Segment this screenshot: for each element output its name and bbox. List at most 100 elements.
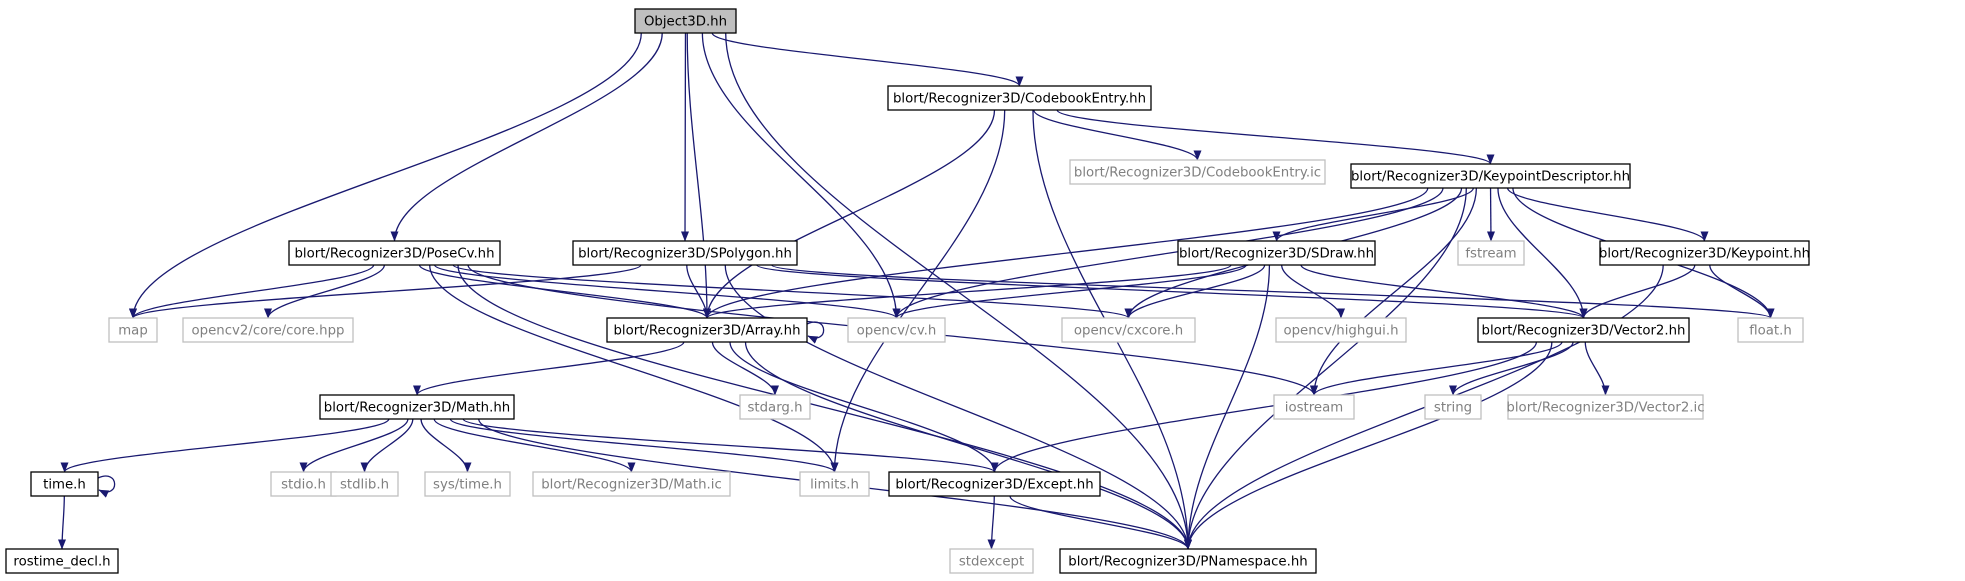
node-rostime[interactable]: rostime_decl.h: [5, 548, 119, 574]
node-label-array: blort/Recognizer3D/Array.hh: [613, 324, 800, 339]
node-box-spolygon: [572, 240, 798, 266]
node-box-object3d: [634, 8, 737, 34]
node-array[interactable]: blort/Recognizer3D/Array.hh: [606, 317, 808, 343]
edge-math-to-systime: [420, 418, 472, 473]
node-iostream: iostream: [1273, 394, 1355, 420]
node-box-posecv: [288, 240, 501, 266]
edge-keypointdescriptor-to-iostream: [1310, 187, 1478, 396]
node-highgui: opencv/highgui.h: [1275, 317, 1407, 343]
node-label-cxcore: opencv/cxcore.h: [1074, 324, 1183, 339]
node-pnamespace[interactable]: blort/Recognizer3D/PNamespace.hh: [1059, 548, 1317, 574]
node-box-opencv2core: [182, 317, 354, 343]
edge-spolygon-to-map: [129, 264, 642, 319]
node-timeh[interactable]: time.h: [30, 471, 99, 497]
edge-array-to-pnamespace: [744, 341, 1192, 550]
node-label-mathic: blort/Recognizer3D/Math.ic: [541, 478, 722, 493]
edge-spolygon-to-floath: [771, 264, 1774, 319]
node-cxcore: opencv/cxcore.h: [1061, 317, 1196, 343]
node-stdexcept: stdexcept: [949, 548, 1034, 574]
node-object3d[interactable]: Object3D.hh: [634, 8, 737, 34]
edge-array-to-math: [413, 341, 685, 396]
node-box-string: [1424, 394, 1482, 420]
node-string: string: [1424, 394, 1482, 420]
edges-layer: [58, 32, 1775, 550]
node-box-fstream: [1457, 240, 1525, 266]
edge-math-to-timeh: [60, 418, 390, 473]
edge-posecv-to-map: [129, 264, 375, 319]
edge-math-to-except: [462, 418, 999, 473]
node-limits: limits.h: [799, 471, 870, 497]
node-math[interactable]: blort/Recognizer3D/Math.hh: [319, 394, 515, 420]
edge-vector2-to-except: [990, 341, 1538, 473]
node-label-timeh: time.h: [43, 478, 86, 493]
edge-object3d-to-map: [129, 32, 642, 319]
edge-math-to-stdio: [299, 418, 409, 473]
edge-math-to-stdlib: [360, 418, 414, 473]
node-label-vector2: blort/Recognizer3D/Vector2.hh: [1482, 324, 1686, 339]
node-opencv2core: opencv2/core/core.hpp: [182, 317, 354, 343]
node-box-stdarg: [739, 394, 811, 420]
edge-keypoint-to-vector2: [1579, 264, 1696, 319]
edge-posecv-to-limits: [429, 264, 839, 473]
node-box-stdexcept: [949, 548, 1034, 574]
node-spolygon[interactable]: blort/Recognizer3D/SPolygon.hh: [572, 240, 798, 266]
node-box-keypointdescriptor: [1350, 163, 1631, 189]
edge-except-to-stdexcept: [987, 495, 996, 550]
node-box-array: [606, 317, 808, 343]
node-label-floath: float.h: [1749, 324, 1792, 339]
edge-timeh-to-timeh: [97, 475, 116, 498]
node-box-limits: [799, 471, 870, 497]
edge-codebookentry-to-codebookentry_ic: [1033, 109, 1202, 161]
node-box-opencvcv: [847, 317, 946, 343]
node-label-vector2ic: blort/Recognizer3D/Vector2.ic: [1506, 401, 1704, 416]
node-box-highgui: [1275, 317, 1407, 343]
edge-array-to-stdarg: [711, 341, 779, 396]
node-box-math: [319, 394, 515, 420]
node-label-fstream: fstream: [1465, 247, 1516, 262]
edge-spolygon-to-vector2: [756, 264, 1588, 319]
edge-vector2-to-iostream: [1310, 341, 1563, 396]
edge-keypointdescriptor-to-pnamespace: [1184, 187, 1467, 550]
node-box-mathic: [532, 471, 731, 497]
node-label-opencvcv: opencv/cv.h: [857, 324, 937, 339]
node-keypoint[interactable]: blort/Recognizer3D/Keypoint.hh: [1599, 240, 1810, 266]
node-label-stdexcept: stdexcept: [959, 555, 1024, 570]
node-label-string: string: [1434, 401, 1472, 416]
node-keypointdescriptor[interactable]: blort/Recognizer3D/KeypointDescriptor.hh: [1350, 163, 1631, 189]
node-opencvcv: opencv/cv.h: [847, 317, 946, 343]
edge-array-to-except: [729, 341, 999, 473]
node-box-stdlib: [330, 471, 399, 497]
edge-keypointdescriptor-to-array: [703, 187, 1429, 319]
node-box-sdraw: [1177, 240, 1376, 266]
edge-spolygon-to-pnamespace: [724, 264, 1192, 550]
edge-except-to-pnamespace: [1009, 495, 1192, 550]
edge-posecv-to-opencv2core: [264, 264, 386, 319]
node-stdarg: stdarg.h: [739, 394, 811, 420]
node-label-sdraw: blort/Recognizer3D/SDraw.hh: [1179, 247, 1374, 262]
edge-posecv-to-cxcore: [452, 264, 1133, 319]
node-label-opencv2core: opencv2/core/core.hpp: [192, 324, 345, 339]
node-box-systime: [424, 471, 511, 497]
node-except[interactable]: blort/Recognizer3D/Except.hh: [888, 471, 1101, 497]
node-codebookentry[interactable]: blort/Recognizer3D/CodebookEntry.hh: [887, 85, 1152, 111]
node-sdraw[interactable]: blort/Recognizer3D/SDraw.hh: [1177, 240, 1376, 266]
node-label-math: blort/Recognizer3D/Math.hh: [324, 401, 510, 416]
edge-sdraw-to-pnamespace: [1184, 264, 1271, 550]
node-map: map: [108, 317, 158, 343]
edge-posecv-to-array: [418, 264, 711, 319]
node-box-codebookentry: [887, 85, 1152, 111]
node-posecv[interactable]: blort/Recognizer3D/PoseCv.hh: [288, 240, 501, 266]
node-systime: sys/time.h: [424, 471, 511, 497]
node-label-highgui: opencv/highgui.h: [1283, 324, 1398, 339]
node-label-stdarg: stdarg.h: [747, 401, 802, 416]
edge-object3d-to-array: [686, 32, 711, 319]
edge-codebookentry-to-limits: [830, 109, 1006, 473]
edge-object3d-to-posecv: [390, 32, 663, 242]
node-vector2[interactable]: blort/Recognizer3D/Vector2.hh: [1477, 317, 1690, 343]
node-label-systime: sys/time.h: [433, 478, 502, 493]
node-box-cxcore: [1061, 317, 1196, 343]
node-label-stdio: stdio.h: [281, 478, 326, 493]
node-label-posecv: blort/Recognizer3D/PoseCv.hh: [294, 247, 494, 262]
node-box-timeh: [30, 471, 99, 497]
